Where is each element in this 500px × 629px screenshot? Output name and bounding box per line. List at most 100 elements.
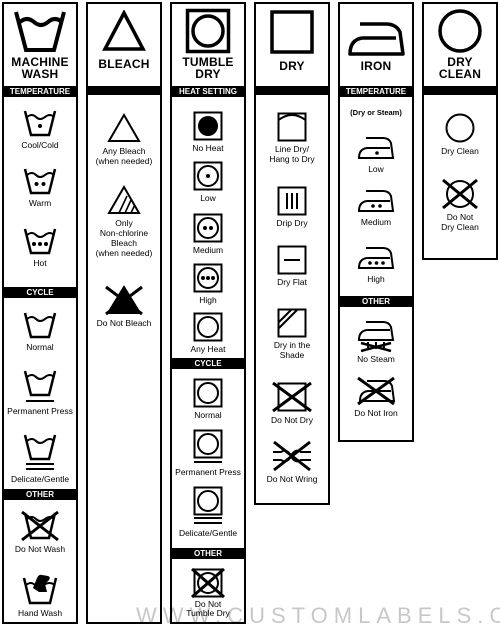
wash-tub-icon <box>23 312 57 339</box>
header-rule <box>88 86 160 95</box>
symbol-label: No Steam <box>357 354 395 364</box>
symbol-hand-wash: Hand Wash <box>4 572 76 618</box>
wash-tub-three-dots-icon <box>23 228 57 255</box>
symbol-wash-warm: Warm <box>4 166 76 208</box>
symbol-tumble-high: High <box>172 263 244 305</box>
tumble-dry-filled-icon <box>193 111 223 141</box>
iron-crossed-icon <box>357 376 396 406</box>
symbol-label: Drip Dry <box>276 218 308 228</box>
column-title: DRY CLEAN <box>424 56 496 80</box>
symbol-label: Hot <box>33 258 47 268</box>
iron-subheading: (Dry or Steam) <box>350 108 402 117</box>
tumble-dry-crossed-icon <box>191 568 225 598</box>
symbol-label: Do Not Wash <box>14 544 66 554</box>
symbol-dry-clean: Dry Clean <box>424 112 496 156</box>
symbol-label: Low <box>200 193 216 203</box>
column-header: MACHINE WASH <box>4 4 76 80</box>
symbol-label: Do Not Tumble Dry <box>172 600 244 618</box>
iron-two-dots-icon <box>357 190 395 212</box>
symbol-dry-flat: Dry Flat <box>256 245 328 287</box>
triangle-crossed-icon <box>105 285 143 316</box>
triangle-icon <box>107 112 141 142</box>
square-line-dry-icon <box>277 112 307 142</box>
symbol-label: Hand Wash <box>17 608 63 618</box>
label-line: Any Bleach <box>102 146 146 156</box>
label-line: Shade <box>279 350 305 360</box>
square-three-lines-icon <box>277 186 307 216</box>
column-tumble-dry: TUMBLE DRY HEAT SETTING No Heat Low Medi… <box>170 2 246 624</box>
wash-tub-one-bar-icon <box>23 370 57 402</box>
square-diagonal-lines-icon <box>277 308 307 338</box>
symbol-do-not-wash: Do Not Wash <box>4 510 76 554</box>
circle-icon <box>438 9 482 53</box>
symbol-iron-low: Low <box>340 134 412 174</box>
symbol-label: Permanent Press <box>7 406 73 416</box>
symbol-wash-normal: Normal <box>4 310 76 352</box>
wash-tub-two-dots-icon <box>23 168 57 195</box>
tumble-dry-icon <box>193 378 223 408</box>
tumble-dry-icon <box>185 8 231 54</box>
twisted-cloth-crossed-icon <box>273 440 311 472</box>
column-header: IRON <box>340 4 412 72</box>
symbol-wash-delicate: Delicate/Gentle <box>4 432 76 484</box>
label-line: Do Not <box>194 599 222 609</box>
wash-tub-one-dot-icon <box>23 110 57 137</box>
title-line: WASH <box>21 67 59 81</box>
square-horizontal-line-icon <box>277 245 307 275</box>
symbol-do-not-dry: Do Not Dry <box>256 381 328 425</box>
label-line: Do Not <box>446 212 474 222</box>
section-temperature: TEMPERATURE <box>340 86 412 97</box>
symbol-label: Do Not Iron <box>354 408 398 418</box>
symbol-tumble-normal: Normal <box>172 378 244 420</box>
section-other: OTHER <box>172 548 244 559</box>
symbol-wash-cool: Cool/Cold <box>4 108 76 150</box>
label-line: Hang to Dry <box>269 154 315 164</box>
symbol-iron-no-steam: No Steam <box>340 318 412 364</box>
symbol-label: High <box>199 295 217 305</box>
section-other: OTHER <box>340 296 412 307</box>
symbol-label: Normal <box>26 342 54 352</box>
column-header: DRY CLEAN <box>424 4 496 80</box>
symbol-label: Delicate/Gentle <box>178 528 238 538</box>
column-title: IRON <box>360 59 392 73</box>
symbol-label: No Heat <box>192 143 224 153</box>
title-line: DRY <box>447 55 473 69</box>
triangle-striped-icon <box>107 184 141 214</box>
label-line: Non-chlorine <box>99 228 149 238</box>
symbol-dry-in-shade: Dry in the Shade <box>256 308 328 360</box>
symbol-label: Warm <box>28 198 52 208</box>
label-line: Bleach <box>111 238 137 248</box>
symbol-label: Permanent Press <box>175 467 241 477</box>
symbol-label: Delicate/Gentle <box>10 474 70 484</box>
symbol-drip-dry: Drip Dry <box>256 186 328 228</box>
iron-three-dots-icon <box>357 247 395 269</box>
title-line: TUMBLE <box>182 55 234 69</box>
symbol-any-bleach: Any Bleach (when needed) <box>88 112 160 166</box>
wash-tub-crossed-icon <box>21 510 59 542</box>
iron-one-dot-icon <box>357 137 395 159</box>
symbol-wash-permanent-press: Permanent Press <box>4 368 76 416</box>
symbol-label: Dry Clean <box>441 146 479 156</box>
symbol-do-not-dry-clean: Do Not Dry Clean <box>424 178 496 232</box>
symbol-do-not-tumble-dry: Do Not Tumble Dry <box>172 568 244 618</box>
symbol-non-chlorine-bleach: Only Non-chlorine Bleach (when needed) <box>88 184 160 258</box>
circle-crossed-icon <box>442 178 478 210</box>
column-title: TUMBLE DRY <box>172 56 244 80</box>
symbol-label: High <box>367 274 385 284</box>
symbol-tumble-low: Low <box>172 161 244 203</box>
column-bleach: BLEACH Any Bleach (when needed) Only Non… <box>86 2 162 624</box>
section-other: OTHER <box>4 489 76 500</box>
label-line: Tumble Dry <box>186 608 230 618</box>
square-crossed-icon <box>272 381 312 413</box>
header-rule <box>424 86 496 95</box>
symbol-do-not-iron: Do Not Iron <box>340 376 412 418</box>
tumble-dry-three-dots-icon <box>193 263 223 293</box>
column-dry-clean: DRY CLEAN Dry Clean Do Not Dry Clean <box>422 2 498 260</box>
section-temperature: TEMPERATURE <box>4 86 76 97</box>
symbol-label: Do Not Wring <box>266 474 318 484</box>
iron-no-steam-icon <box>357 321 395 352</box>
symbol-label: Dry Flat <box>277 277 307 287</box>
symbol-line-dry: Line Dry/ Hang to Dry <box>256 112 328 164</box>
symbol-label: Only Non-chlorine Bleach (when needed) <box>88 218 160 258</box>
column-header: DRY <box>256 4 328 72</box>
